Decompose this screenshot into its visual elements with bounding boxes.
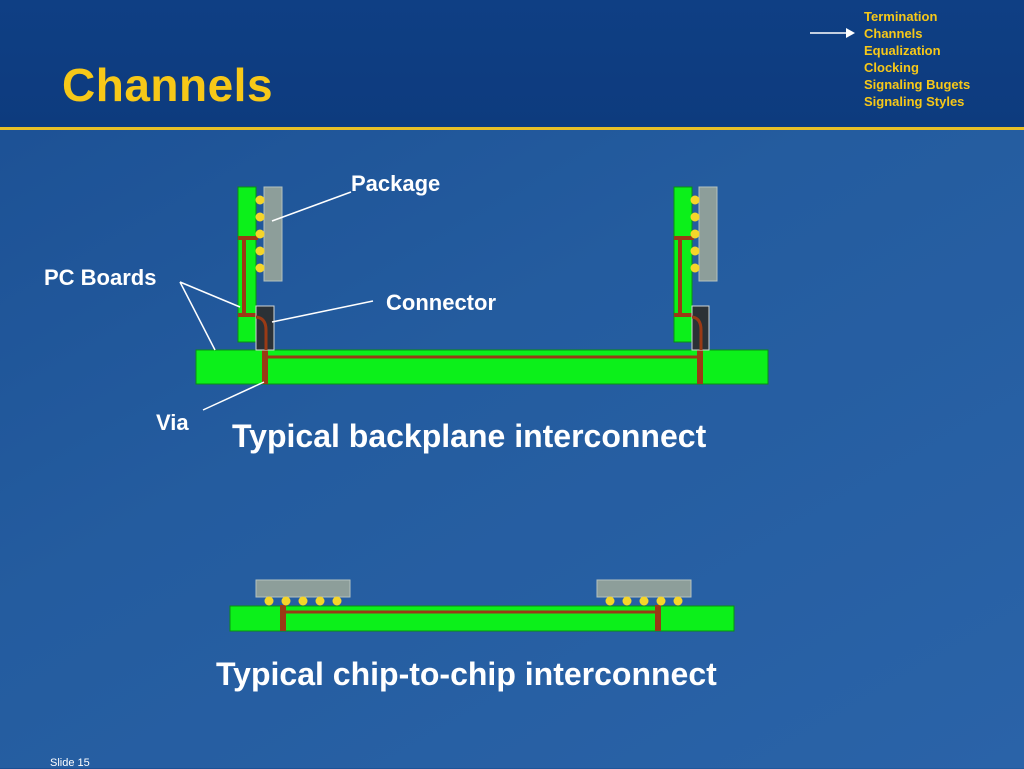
- solder-ball: [690, 263, 700, 273]
- solder-ball: [255, 263, 265, 273]
- current-topic-arrow-icon: [810, 28, 855, 38]
- solder-ball: [298, 596, 308, 606]
- topic-signaling-budgets[interactable]: Signaling Bugets: [864, 77, 971, 92]
- topic-signaling-styles[interactable]: Signaling Styles: [864, 94, 965, 109]
- solder-ball: [690, 195, 700, 205]
- solder-ball: [255, 229, 265, 239]
- topic-equalization[interactable]: Equalization: [864, 43, 941, 58]
- header-divider: [0, 127, 1024, 130]
- topic-clocking[interactable]: Clocking: [864, 60, 919, 75]
- topic-channels[interactable]: Channels: [864, 26, 923, 41]
- leader-line-connector: [271, 300, 374, 323]
- daughter-card-left: [237, 186, 283, 351]
- board-pad-bottom-right: [674, 313, 694, 317]
- pc-board-left: [237, 186, 257, 343]
- chip-via-right: [655, 605, 661, 631]
- solder-ball: [255, 195, 265, 205]
- chip-package-right: [596, 579, 692, 598]
- backplane-interconnect: [179, 186, 769, 411]
- caption-chip-to-chip: Typical chip-to-chip interconnect: [216, 656, 717, 692]
- solder-ball: [673, 596, 683, 606]
- topic-navigation: Termination Channels Equalization Clocki…: [864, 8, 970, 110]
- package-left: [263, 186, 283, 282]
- solder-ball: [255, 246, 265, 256]
- topic-termination[interactable]: Termination: [864, 9, 938, 24]
- label-pc-boards: PC Boards: [44, 265, 157, 290]
- caption-backplane: Typical backplane interconnect: [232, 418, 707, 454]
- connector-pin-right: [691, 315, 703, 350]
- pc-board-right: [673, 186, 693, 343]
- solder-ball: [332, 596, 342, 606]
- board-via-right: [678, 236, 682, 316]
- solder-ball: [605, 596, 615, 606]
- board-pad-bottom-left: [238, 313, 258, 317]
- leader-line-pc-board-daughter: [179, 281, 241, 308]
- leader-line-via: [202, 381, 265, 411]
- slide-header: [0, 0, 1024, 127]
- leader-line-package: [271, 191, 352, 222]
- label-via: Via: [156, 410, 189, 435]
- label-package: Package: [351, 171, 441, 196]
- board-pad-top-right: [674, 236, 694, 240]
- solder-ball: [622, 596, 632, 606]
- solder-ball: [264, 596, 274, 606]
- backplane-via-left: [262, 350, 268, 384]
- backplane-via-right: [697, 350, 703, 384]
- solder-ball: [690, 246, 700, 256]
- board-via-left: [242, 236, 246, 316]
- backplane-board: [195, 349, 769, 385]
- solder-ball: [255, 212, 265, 222]
- solder-ball: [690, 212, 700, 222]
- chip-board: [229, 605, 735, 632]
- chip-to-chip-interconnect: [229, 579, 735, 632]
- label-connector: Connector: [386, 290, 496, 315]
- leader-line-pc-board-backplane: [179, 281, 216, 351]
- package-right: [698, 186, 718, 282]
- chip-package-left: [255, 579, 351, 598]
- slide-number: Slide 15: [50, 757, 90, 769]
- slide-title: Channels: [62, 59, 274, 111]
- solder-ball: [639, 596, 649, 606]
- solder-ball: [281, 596, 291, 606]
- solder-ball: [690, 229, 700, 239]
- connector-pin-left: [255, 315, 268, 350]
- chip-via-left: [280, 605, 286, 631]
- solder-ball: [656, 596, 666, 606]
- daughter-card-right: [673, 186, 718, 351]
- solder-ball: [315, 596, 325, 606]
- board-pad-top-left: [238, 236, 258, 240]
